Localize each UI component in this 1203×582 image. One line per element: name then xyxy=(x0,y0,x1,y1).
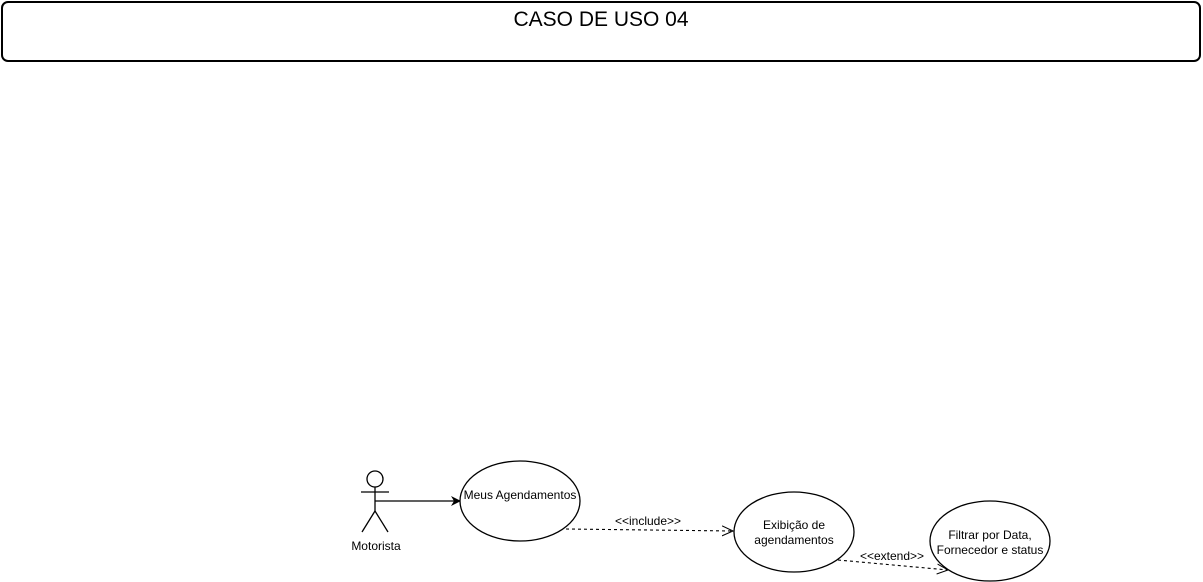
include-line xyxy=(565,529,733,531)
actor-label: Motorista xyxy=(351,539,401,553)
extend-label: <<extend>> xyxy=(860,549,924,563)
use-case-label-line2: Fornecedor e status xyxy=(937,543,1044,557)
use-case-ellipse xyxy=(459,460,581,542)
diagram-title: CASO DE USO 04 xyxy=(513,8,689,31)
actor-motorista[interactable]: Motorista xyxy=(351,470,401,553)
diagram-title-box: CASO DE USO 04 xyxy=(1,1,1201,62)
use-case-label-line1: Exibição de xyxy=(763,518,825,532)
use-case-filtrar[interactable]: Filtrar por Data, Fornecedor e status xyxy=(929,500,1051,582)
use-case-label-line2: agendamentos xyxy=(754,533,833,547)
include-label: <<include>> xyxy=(615,514,681,528)
actor-right-leg xyxy=(374,510,389,533)
use-case-meus-agendamentos[interactable]: Meus Agendamentos xyxy=(459,460,581,542)
use-case-exibicao-agendamentos[interactable]: Exibição de agendamentos xyxy=(733,491,855,573)
use-case-label-line1: Filtrar por Data, xyxy=(948,528,1031,542)
use-case-ellipse xyxy=(929,500,1051,582)
extend-line xyxy=(837,559,948,570)
actor-left-leg xyxy=(361,510,376,533)
use-case-ellipse xyxy=(733,491,855,573)
actor-head xyxy=(366,470,384,488)
use-case-label: Meus Agendamentos xyxy=(464,488,577,502)
